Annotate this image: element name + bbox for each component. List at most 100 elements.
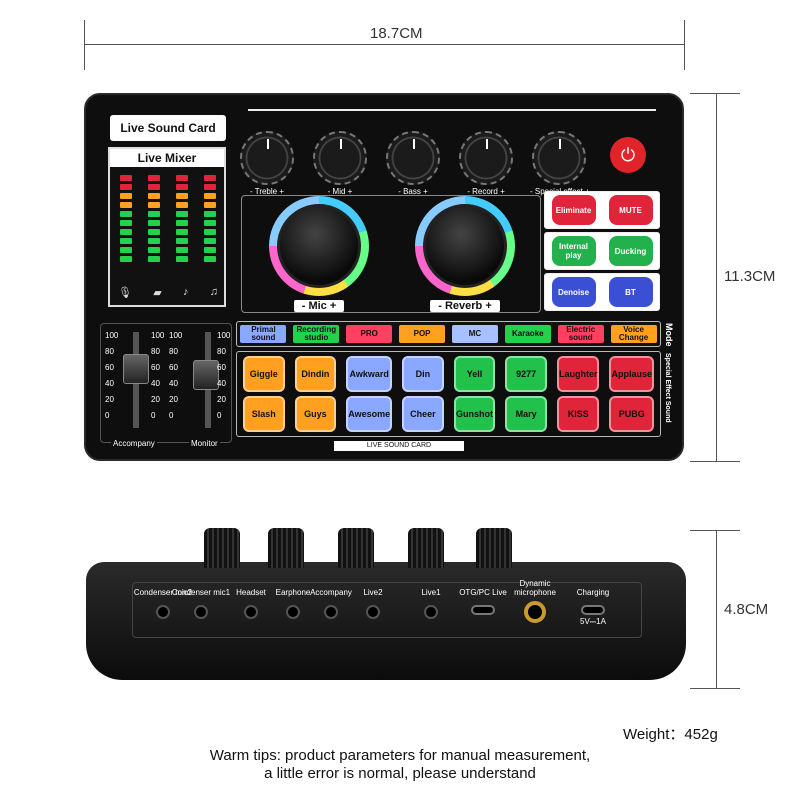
sfx-button-kiss[interactable]: KISS <box>556 396 600 432</box>
audio-jack-icon[interactable] <box>366 605 380 619</box>
fader-scale-value: 40 <box>169 379 178 388</box>
fader-scale-value: 80 <box>151 347 160 356</box>
port-label: Live2 <box>363 588 383 597</box>
port-label: Condenser mic2 <box>133 588 193 597</box>
function-button-ducking[interactable]: Ducking <box>608 236 653 266</box>
meter-led <box>148 211 160 217</box>
sfx-button-yell[interactable]: Yell <box>453 356 496 392</box>
sfx-button-giggle[interactable]: Giggle <box>243 356 285 392</box>
function-button-denoise[interactable]: Denoise <box>551 277 596 307</box>
audio-jack-icon[interactable] <box>194 605 208 619</box>
meter-led <box>120 175 132 181</box>
fader-scale-value: 60 <box>105 363 114 372</box>
sfx-button-pubg[interactable]: PUBG <box>609 396 654 432</box>
sfx-button-laughter[interactable]: Laughter <box>556 356 600 392</box>
function-button-internal-play[interactable]: Internal play <box>551 236 596 266</box>
mode-button-pop[interactable]: POP <box>399 325 446 343</box>
meter-led <box>176 175 188 181</box>
monitor-fader-label: Monitor <box>189 439 220 448</box>
mode-button-mc[interactable]: MC <box>451 325 498 343</box>
sfx-button-slash[interactable]: Slash <box>243 396 285 432</box>
port-label: Charging <box>576 588 610 597</box>
fader-scale-value: 60 <box>217 363 226 372</box>
port-label: OTG/PC Live <box>459 588 507 597</box>
mode-button-karaoke[interactable]: Karaoke <box>504 325 551 343</box>
bass-knob[interactable]: - Bass + <box>384 131 442 196</box>
mode-button-recording-studio[interactable]: Recording studio <box>293 325 340 343</box>
port-live2: Live2 <box>343 579 403 619</box>
xlr-mic-port-icon[interactable] <box>524 601 546 623</box>
depth-dim-tick-bottom <box>690 688 740 689</box>
meter-led <box>148 202 160 208</box>
fader-scale-value: 20 <box>169 395 178 404</box>
monitor-fader-handle[interactable] <box>193 360 219 390</box>
accompany-fader-handle[interactable] <box>123 354 149 384</box>
meter-led <box>120 229 132 235</box>
height-dim-tick-bottom <box>690 461 740 462</box>
port-label: Live1 <box>421 588 441 597</box>
sfx-button-awesome[interactable]: Awesome <box>346 396 393 432</box>
sfx-button-din[interactable]: Din <box>402 356 444 392</box>
audio-jack-icon[interactable] <box>286 605 300 619</box>
meter-led <box>204 211 216 217</box>
meter-led <box>204 184 216 190</box>
fader-scale-value: 20 <box>105 395 114 404</box>
sfx-button-9277[interactable]: 9277 <box>505 356 547 392</box>
special-effect-knob[interactable]: - Special effect + <box>530 131 590 196</box>
meter-led <box>204 220 216 226</box>
mic-knob[interactable]: - Mic + <box>264 196 374 314</box>
usb-c-port-icon[interactable] <box>471 605 495 615</box>
audio-jack-icon[interactable] <box>324 605 338 619</box>
meter-led <box>204 238 216 244</box>
fader-scale-value: 0 <box>217 411 222 420</box>
front-knob-3 <box>338 528 374 568</box>
port-live1: Live1 <box>401 579 461 619</box>
fader-scale-value: 0 <box>151 411 156 420</box>
meter-led <box>176 220 188 226</box>
mode-button-primal-sound[interactable]: Primal sound <box>240 325 287 343</box>
mode-button-pro[interactable]: PRO <box>346 325 393 343</box>
treble-knob[interactable]: - Treble + <box>238 131 296 196</box>
mode-button-voice-change[interactable]: Voice Change <box>610 325 657 343</box>
sfx-button-cheer[interactable]: Cheer <box>402 396 444 432</box>
front-knob-5 <box>476 528 512 568</box>
usb-c-port-icon[interactable] <box>581 605 605 615</box>
record-knob[interactable]: - Record + <box>457 131 515 196</box>
weight-label: Weight：452g <box>623 726 718 743</box>
power-button[interactable]: ⏻ <box>610 137 646 173</box>
brand-label: Live Sound Card <box>110 115 226 141</box>
mode-button-electric-sound[interactable]: Electric sound <box>557 325 604 343</box>
level-meter-column <box>176 175 188 275</box>
sfx-button-dindin[interactable]: Dindin <box>294 356 337 392</box>
tone-knob-row: - Treble + - Mid + - Bass + - Record + -… <box>238 131 590 196</box>
sfx-button-guys[interactable]: Guys <box>294 396 337 432</box>
mid-knob[interactable]: - Mid + <box>311 131 369 196</box>
function-button-eliminate[interactable]: Eliminate <box>551 195 596 225</box>
audio-jack-icon[interactable] <box>156 605 170 619</box>
mic-icon: 🎙 <box>118 287 132 299</box>
music-note-icon: ♫ <box>161 131 169 142</box>
audio-jack-icon[interactable] <box>424 605 438 619</box>
meter-led <box>148 256 160 262</box>
mic-knob-label: - Mic + <box>293 300 345 312</box>
reverb-knob[interactable]: - Reverb + <box>410 196 520 314</box>
function-button-mute[interactable]: MUTE <box>608 195 653 225</box>
speaker-icon: ▰ <box>153 287 162 299</box>
treble-knob-label: - Treble + <box>249 187 284 196</box>
sfx-button-mary[interactable]: Mary <box>505 396 547 432</box>
function-button-bt[interactable]: BT <box>608 277 653 307</box>
audio-jack-icon[interactable] <box>244 605 258 619</box>
mode-side-label: Mode <box>664 323 674 347</box>
sfx-button-gunshot[interactable]: Gunshot <box>453 396 496 432</box>
sfx-button-applause[interactable]: Applause <box>609 356 654 392</box>
height-dim-label: 11.3CM <box>724 268 776 285</box>
function-row: Eliminate MUTE <box>544 191 660 229</box>
fader-scale-value: 20 <box>217 395 226 404</box>
mixer-icons: 🎙 ▰ ♪ ♫ <box>118 286 218 299</box>
meter-led <box>204 229 216 235</box>
sfx-button-awkward[interactable]: Awkward <box>346 356 393 392</box>
